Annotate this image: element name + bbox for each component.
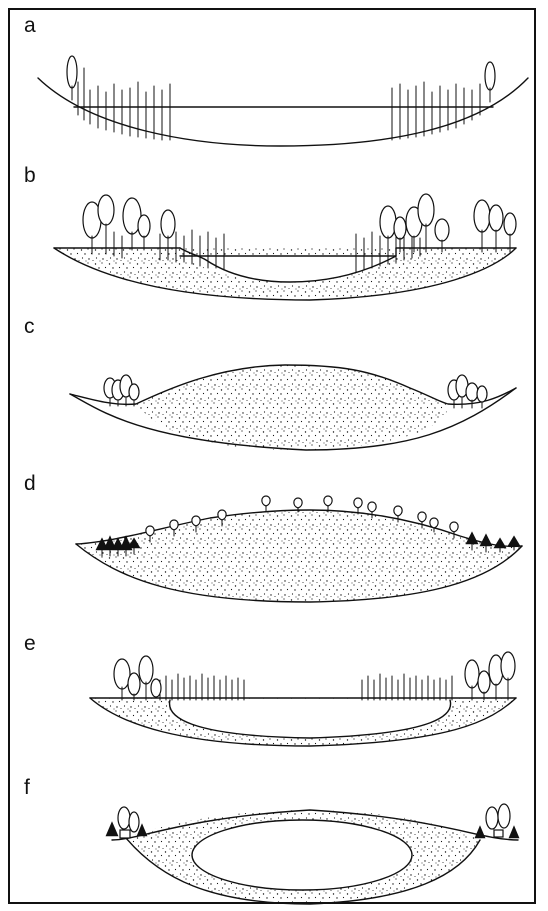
conifer-icon	[509, 826, 519, 838]
deciduous-tree-icon	[435, 219, 449, 241]
deciduous-tree-icon	[474, 200, 490, 232]
deciduous-tree-icon	[98, 195, 114, 225]
basin-succession-diagram: a b	[10, 10, 538, 906]
shrubs-left-c	[104, 375, 139, 406]
panel-d: d	[24, 472, 522, 602]
deciduous-tree-icon	[418, 194, 434, 226]
deciduous-tree-icon	[139, 656, 153, 684]
conifer-icon	[475, 826, 485, 838]
hut-icon	[494, 830, 503, 837]
shrub-icon	[477, 386, 487, 402]
filled-basin-c	[136, 365, 448, 450]
deciduous-tree-icon	[129, 812, 139, 832]
deciduous-tree-icon	[504, 213, 516, 235]
deciduous-tree-icon	[128, 673, 140, 695]
trees-left-f	[106, 807, 147, 838]
deciduous-tree-icon	[161, 210, 175, 238]
figure-frame: a b	[8, 8, 536, 904]
panel-label-f: f	[24, 776, 30, 799]
trees-right-e	[465, 652, 515, 700]
panel-c: c	[24, 315, 516, 450]
panel-label-a: a	[24, 14, 36, 37]
panel-label-e: e	[24, 632, 36, 655]
enclosed-water-lens-f	[192, 820, 412, 890]
panel-e: e	[24, 632, 516, 746]
hut-icon	[120, 830, 130, 838]
deciduous-tree-icon	[489, 205, 503, 231]
panel-b: b	[24, 164, 516, 300]
panel-f: f	[24, 776, 519, 904]
panel-label-d: d	[24, 472, 36, 495]
deciduous-tree-icon	[151, 679, 161, 697]
shrub-icon	[129, 384, 139, 400]
panel-label-c: c	[24, 315, 35, 338]
sapling-icon	[485, 62, 495, 90]
deciduous-tree-icon	[118, 807, 130, 829]
conifer-icon	[106, 822, 118, 836]
deciduous-tree-icon	[486, 807, 498, 829]
shrub-icon	[466, 383, 478, 401]
deciduous-tree-icon	[380, 206, 396, 238]
panel-label-b: b	[24, 164, 36, 187]
reeds-left-a	[78, 68, 170, 140]
panel-a: a	[24, 14, 528, 146]
deciduous-tree-icon	[394, 217, 406, 239]
deciduous-tree-icon	[478, 671, 490, 693]
reeds-left-e	[160, 674, 244, 700]
trees-right-f	[475, 804, 519, 838]
trees-right-b	[380, 194, 516, 252]
deciduous-tree-icon	[465, 660, 479, 688]
shrubs-right-c	[448, 375, 487, 408]
trees-left-e	[114, 656, 161, 700]
deciduous-tree-icon	[498, 804, 510, 828]
deciduous-tree-icon	[138, 215, 150, 237]
reeds-right-e	[362, 674, 452, 700]
deciduous-tree-icon	[501, 652, 515, 680]
basin-outline-a	[38, 78, 528, 146]
trees-left-b	[83, 195, 175, 254]
reeds-right-a	[392, 82, 480, 140]
sapling-icon	[67, 56, 77, 88]
